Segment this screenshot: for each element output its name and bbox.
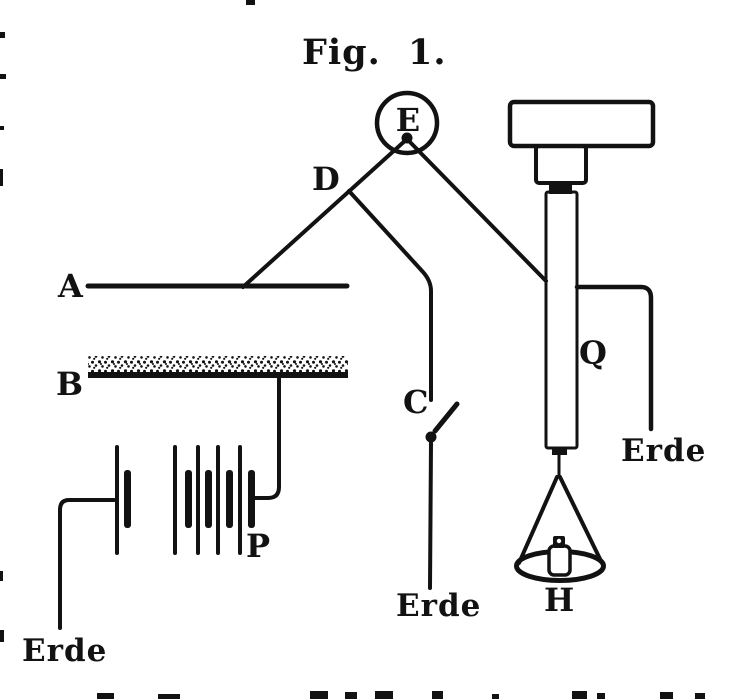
- wire-c-to-ground: [428, 441, 433, 590]
- battery-long-plate: [238, 445, 242, 555]
- battery-short-plate: [226, 470, 233, 528]
- wire-q-to-ground: [574, 284, 654, 432]
- detector-e: E: [374, 90, 440, 156]
- switch-c: [425, 401, 460, 590]
- battery-p: [115, 445, 255, 555]
- support-and-tube-q: [507, 99, 656, 479]
- battery-long-plate: [216, 445, 220, 555]
- label-c: C: [403, 383, 428, 421]
- label-p: P: [246, 527, 270, 565]
- plate-b: [88, 356, 348, 378]
- burner-cylinder: [547, 544, 572, 577]
- ground-label-right: Erde: [621, 433, 706, 469]
- label-b: B: [56, 365, 83, 403]
- battery-long-plate: [115, 445, 119, 555]
- label-q: Q: [579, 334, 607, 372]
- plate-b-stipple-band: [88, 356, 348, 375]
- battery-short-plate: [185, 470, 192, 528]
- figure-title: Fig. 1.: [302, 32, 447, 73]
- switch-pivot-dot: [425, 431, 437, 443]
- wire-battery-to-ground: [58, 498, 116, 630]
- label-h: H: [544, 581, 574, 619]
- burner-knob-highlight: [556, 538, 562, 544]
- cone-left-side: [517, 475, 559, 565]
- battery-short-plate: [248, 470, 255, 528]
- tube-q-tip: [552, 448, 567, 455]
- label-e: E: [396, 101, 420, 139]
- battery-short-plate: [205, 470, 212, 528]
- wire-d-to-c: [347, 189, 433, 402]
- label-d: D: [312, 160, 340, 198]
- support-block-lower: [534, 144, 588, 185]
- flame-cone-h: [514, 475, 606, 583]
- label-a: A: [57, 267, 84, 305]
- ground-label-center: Erde: [396, 588, 481, 624]
- switch-lever: [432, 401, 460, 434]
- support-block-upper: [507, 99, 656, 149]
- cone-right-side: [558, 475, 603, 563]
- battery-long-plate: [196, 445, 200, 555]
- wire-e-to-q: [405, 137, 548, 283]
- detector-contact-dot: [401, 132, 413, 144]
- tube-q-body: [544, 190, 579, 450]
- wire-b-to-battery: [253, 375, 281, 500]
- page-edge-text-fragments: [0, 0, 705, 699]
- battery-short-plate: [124, 470, 131, 528]
- battery-long-plate: [173, 445, 177, 555]
- wire-e-to-a: [241, 137, 409, 289]
- plate-b-baseline: [88, 372, 348, 378]
- detector-circle-e: [374, 90, 440, 156]
- ground-label-left: Erde: [22, 633, 107, 669]
